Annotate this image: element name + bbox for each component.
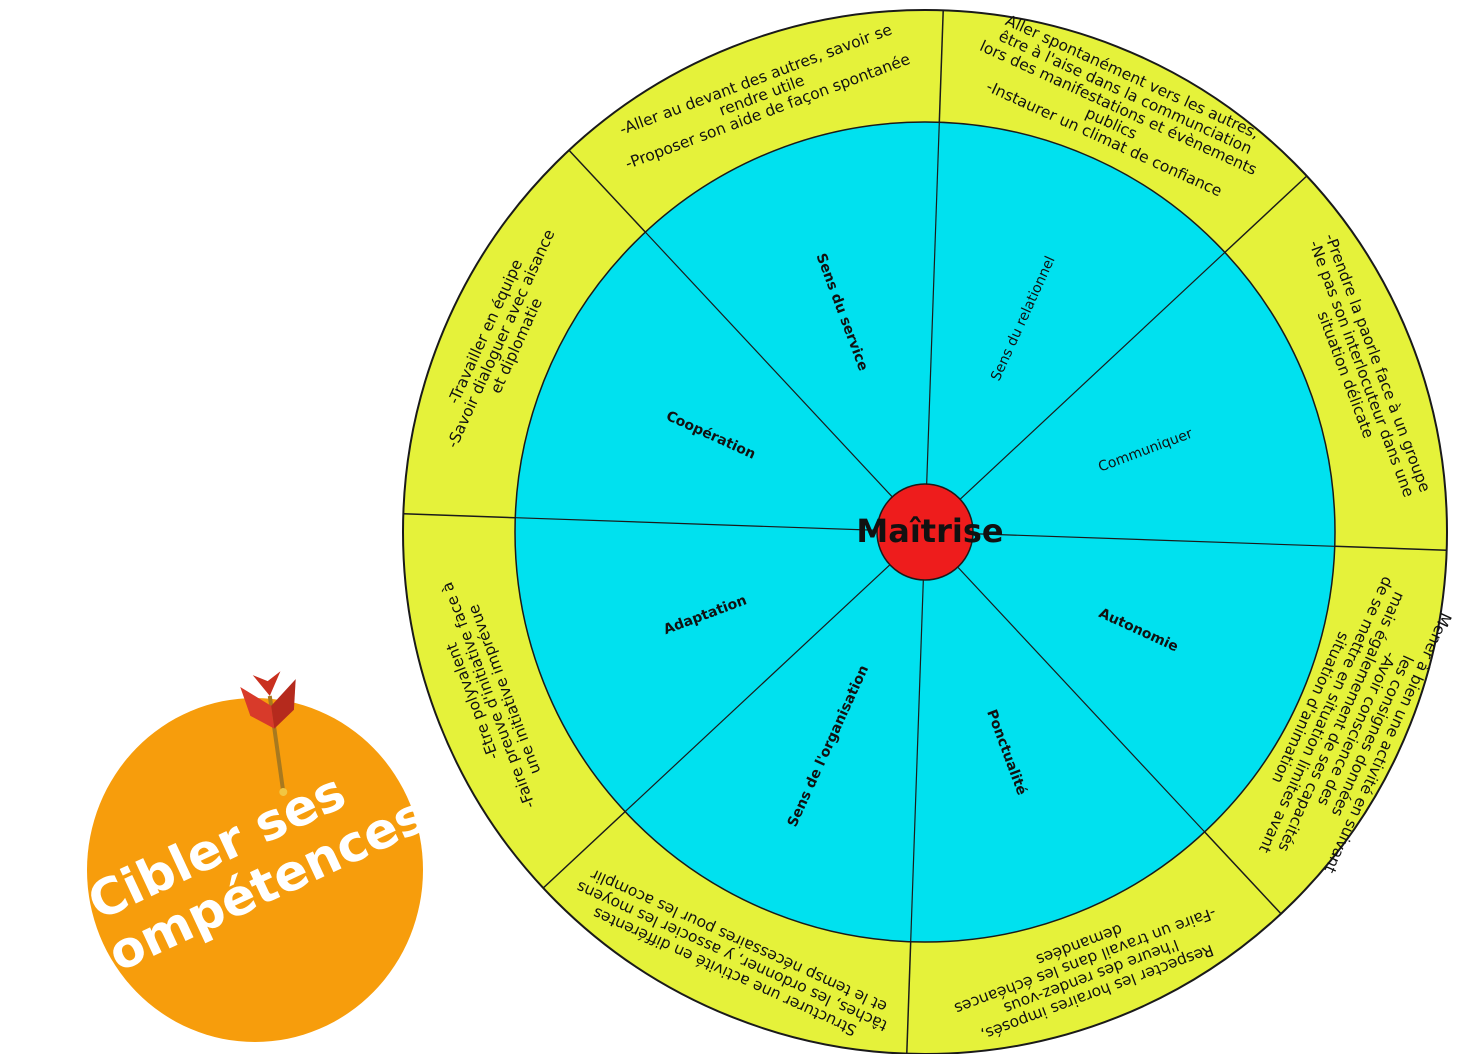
inner-divider: [910, 531, 926, 942]
outer-divider: [1334, 545, 1447, 551]
outer-divider: [1224, 175, 1308, 253]
outer-sector-lines: [403, 10, 1447, 1054]
outer-divider: [906, 941, 912, 1054]
inner-divider: [624, 531, 926, 813]
inner-divider: [924, 251, 1226, 533]
inner-divider: [515, 517, 926, 533]
inner-divider: [924, 531, 1335, 547]
inner-divider: [924, 122, 940, 533]
center-circle: [876, 483, 974, 581]
inner-divider: [924, 531, 1206, 833]
outer-divider: [542, 811, 626, 889]
outer-divider: [938, 10, 944, 123]
outer-divider: [403, 513, 516, 519]
outer-divider: [1204, 831, 1282, 915]
inner-sector-lines: [515, 122, 1335, 942]
inner-divider: [644, 231, 926, 533]
outer-divider: [568, 149, 646, 233]
center-label: Maîtrise: [856, 512, 1003, 550]
